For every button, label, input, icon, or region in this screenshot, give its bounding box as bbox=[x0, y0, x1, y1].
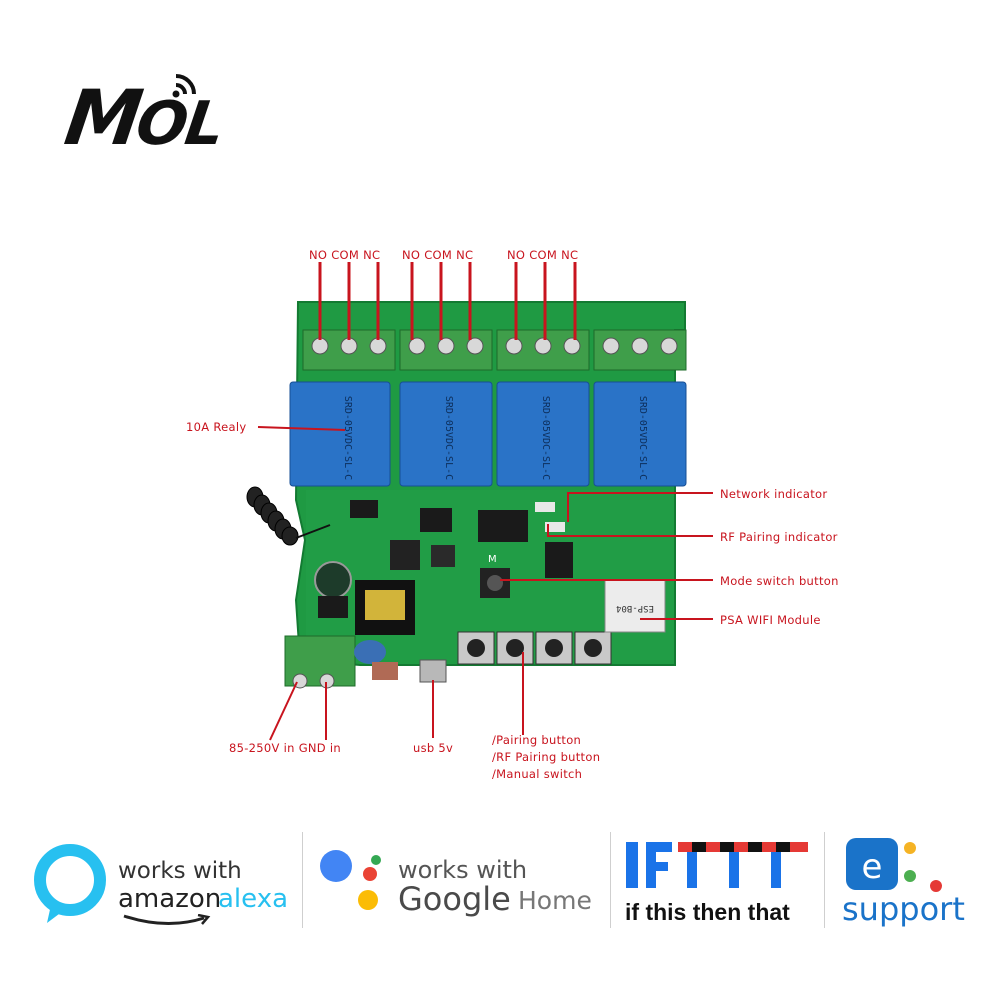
ewelink-word: support bbox=[842, 890, 965, 928]
usb-port bbox=[419, 659, 447, 683]
relay-print-4: SRD-05VDC-SL-C bbox=[637, 396, 648, 480]
ifttt-tagline: if this then that bbox=[625, 899, 790, 925]
antenna-coil bbox=[246, 486, 299, 546]
ifttt-logo-icon bbox=[626, 842, 808, 888]
badge-divider-1 bbox=[302, 832, 303, 928]
alexa-amazon-word: amazon bbox=[118, 884, 222, 914]
relay-board-illustration: SRD-05VDC-SL-C SRD-05VDC-SL-C SRD-05VDC-… bbox=[246, 262, 713, 741]
ic-chip-3 bbox=[420, 508, 452, 532]
terminal-screws bbox=[311, 337, 678, 355]
ewelink-logo-icon: e bbox=[846, 838, 942, 892]
relay-print-2: SRD-05VDC-SL-C bbox=[443, 396, 454, 480]
mode-button-mark: M bbox=[488, 554, 497, 565]
push-buttons bbox=[457, 631, 612, 665]
callout-wifi-module: PSA WIFI Module bbox=[720, 613, 821, 627]
callout-mode-switch: Mode switch button bbox=[720, 574, 839, 588]
relays bbox=[289, 381, 687, 487]
relay-print-1: SRD-05VDC-SL-C bbox=[342, 396, 353, 480]
callout-manual-switch: /Manual switch bbox=[492, 767, 583, 781]
capacitor bbox=[314, 561, 352, 599]
callout-network-indicator: Network indicator bbox=[720, 487, 828, 501]
badge-divider-2 bbox=[610, 832, 611, 928]
ewelink-letter: e bbox=[862, 847, 883, 887]
badge-divider-3 bbox=[824, 832, 825, 928]
wifi-signal-icon bbox=[172, 74, 196, 98]
terminal-leader-lines bbox=[318, 262, 577, 340]
callout-leader-lines bbox=[257, 426, 713, 741]
callout-power-in: 85-250V in GND in bbox=[229, 741, 342, 755]
ic-chip-2 bbox=[545, 542, 573, 578]
power-terminal bbox=[284, 635, 356, 687]
alexa-alexa-word: alexa bbox=[218, 884, 289, 914]
google-word: Google bbox=[398, 880, 511, 918]
callout-usb: usb 5v bbox=[413, 741, 454, 755]
google-assistant-dots-icon bbox=[320, 850, 381, 910]
callout-rf-pairing-indicator: RF Pairing indicator bbox=[720, 530, 838, 544]
callout-relay: 10A Realy bbox=[186, 420, 247, 434]
callout-pairing-button: /Pairing button bbox=[492, 733, 582, 747]
terminal-label-3: NO COM NC bbox=[507, 248, 579, 262]
alexa-works-with: works with bbox=[118, 858, 242, 884]
google-home-word: Home bbox=[518, 886, 592, 915]
amazon-smile-icon bbox=[123, 914, 211, 925]
wifi-module-graphic bbox=[604, 579, 666, 633]
alexa-ring-icon bbox=[34, 844, 106, 923]
relay-print-3: SRD-05VDC-SL-C bbox=[540, 396, 551, 480]
callout-rf-pairing-button: /RF Pairing button bbox=[492, 750, 601, 764]
terminal-label-2: NO COM NC bbox=[402, 248, 474, 262]
terminal-label-1: NO COM NC bbox=[309, 248, 381, 262]
google-works-with: works with bbox=[398, 856, 528, 884]
ic-chip-1 bbox=[478, 510, 528, 542]
wifi-module-print: ESP-B04 bbox=[616, 603, 654, 613]
